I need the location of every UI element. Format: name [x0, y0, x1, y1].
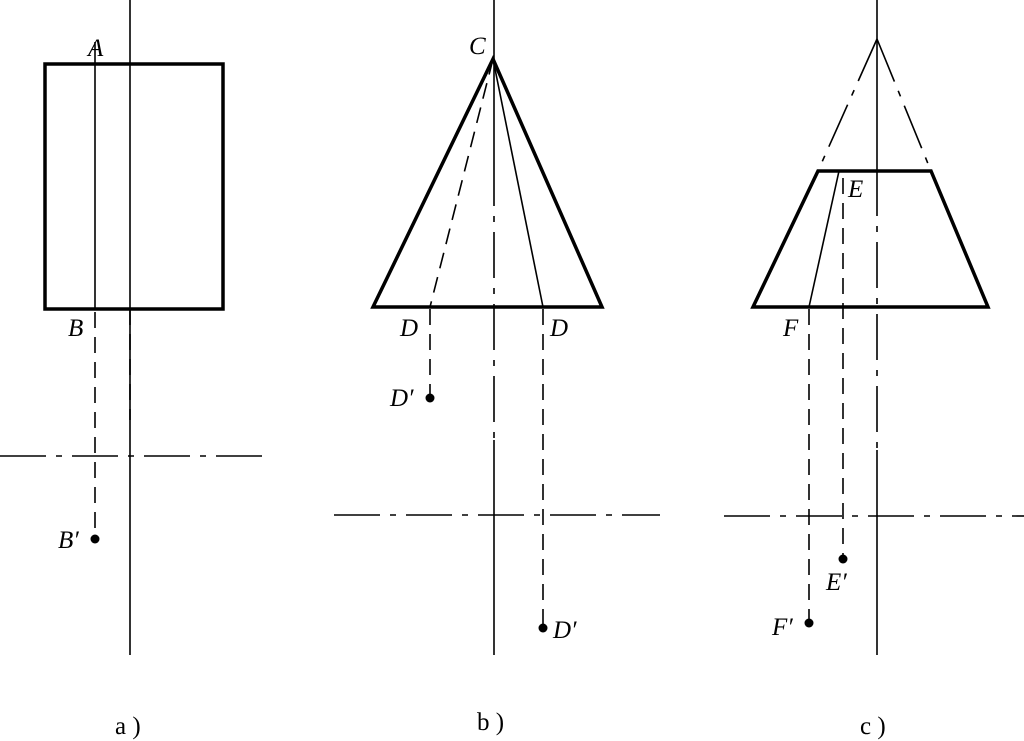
panel-c-point-e-prime	[838, 554, 848, 564]
panel-b-caption: b )	[477, 709, 504, 736]
panel-b-element-line-left-hidden	[429, 58, 494, 308]
panel-b-point-d-prime-right	[538, 623, 548, 633]
panel-a-cylinder: A B B′ a )	[0, 0, 268, 740]
panel-c-label-e-prime: E′	[825, 569, 847, 596]
panel-b-label-d-prime-left: D′	[389, 385, 414, 412]
panel-b-label-d-right: D	[549, 315, 568, 342]
panel-b-point-d-prime-left	[425, 393, 435, 403]
panel-b-label-c: C	[469, 33, 486, 60]
panel-b-triangle-outline	[370, 54, 605, 309]
panel-b-element-line-right	[492, 58, 544, 308]
panel-c-extension-left	[817, 38, 878, 172]
panel-a-label-a: A	[86, 35, 104, 62]
panel-a-caption: a )	[115, 713, 141, 740]
panel-c-point-f-prime	[804, 618, 814, 628]
panel-c-trapezoid-outline	[750, 169, 991, 309]
panel-c-label-e: E	[847, 176, 863, 203]
panel-a-rectangle-outline	[43, 62, 225, 311]
panel-c-label-f: F	[782, 315, 799, 342]
panel-c-frustum: E F E′ F′ c )	[724, 0, 1024, 740]
panel-c-caption: c )	[860, 713, 886, 740]
panel-a-point-b-prime	[90, 534, 100, 544]
panel-a-label-b-prime: B′	[58, 527, 79, 554]
panel-b-label-d-left: D	[399, 315, 418, 342]
panel-b-label-d-prime-right: D′	[552, 617, 577, 644]
panel-c-label-f-prime: F′	[771, 614, 793, 641]
panel-b-cone: C D D D′ D′ b )	[334, 0, 660, 736]
panel-c-element-line-ef	[808, 170, 840, 308]
panel-c-extension-right	[876, 38, 932, 172]
panel-a-label-b: B	[68, 315, 83, 342]
